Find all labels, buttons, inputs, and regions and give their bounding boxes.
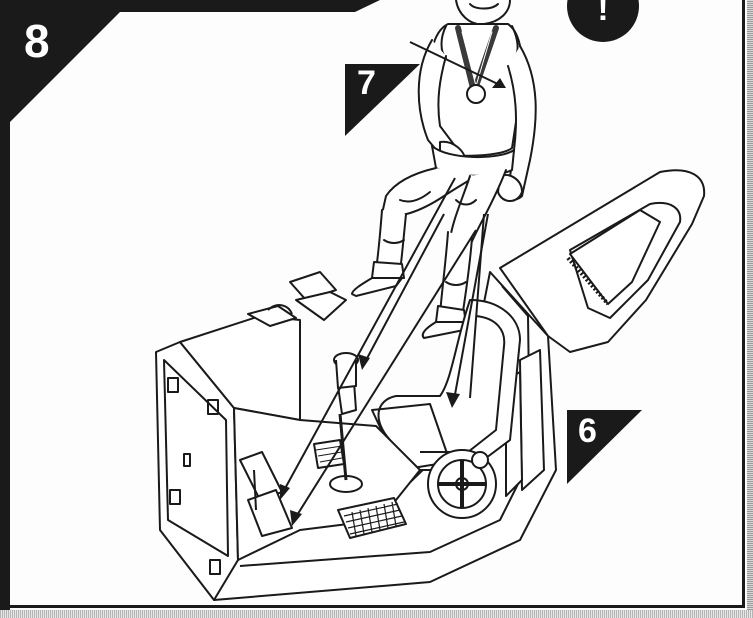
page-border [0,0,745,608]
scan-edge-bottom [0,610,753,618]
scan-edge-right [747,0,753,618]
